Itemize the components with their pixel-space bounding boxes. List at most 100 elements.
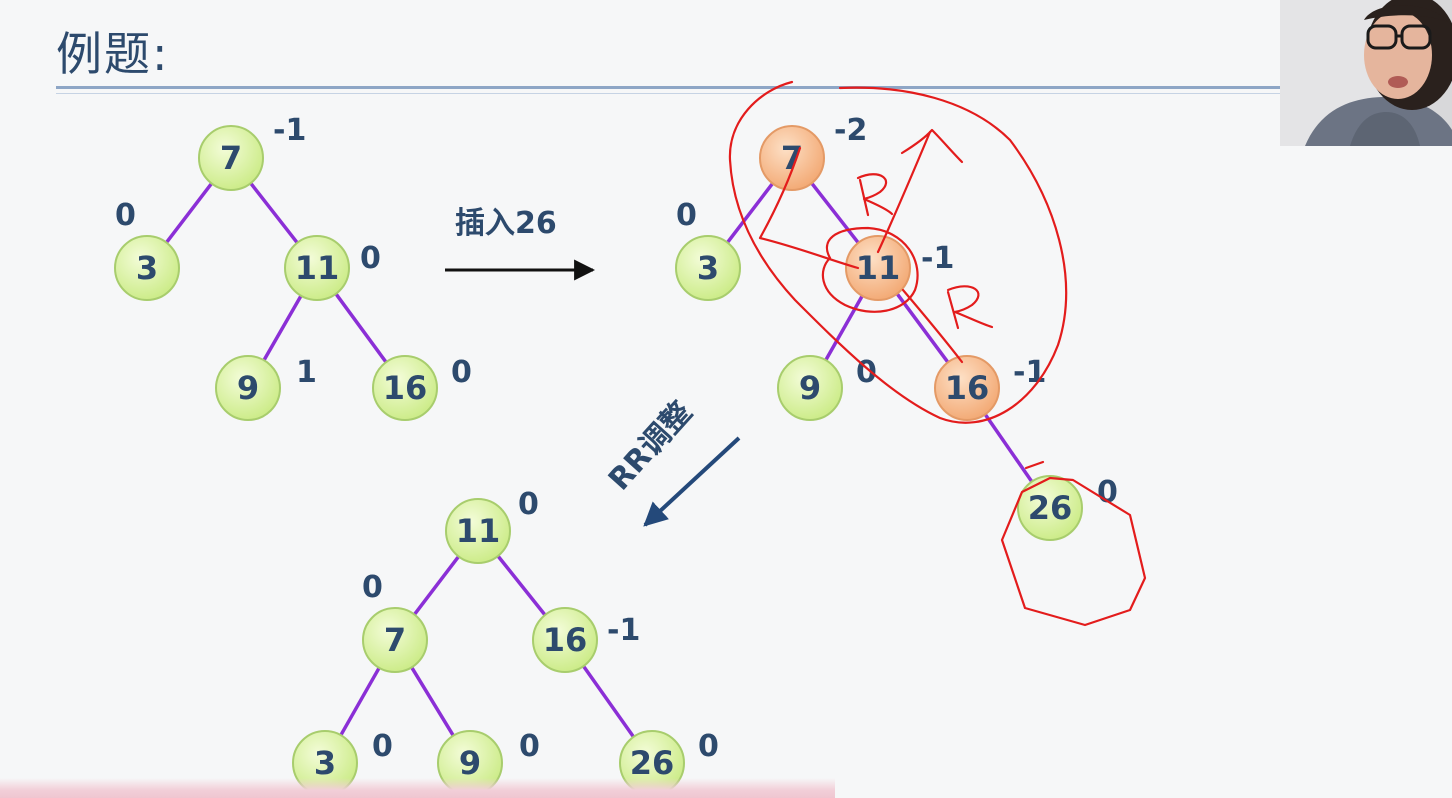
insert-caption: 插入26 (455, 206, 557, 241)
node-circle (532, 607, 598, 673)
webcam-overlay (1280, 0, 1452, 146)
tree-edge (824, 294, 864, 362)
tree-edge (582, 665, 635, 738)
node-key-label: 7 (384, 621, 406, 659)
tree-node: 26 (1017, 475, 1083, 541)
tree-edge (895, 292, 950, 364)
title-divider (56, 86, 1280, 89)
presenter-video (1280, 0, 1452, 146)
node-circle (777, 355, 843, 421)
node-key-label: 26 (1028, 489, 1073, 527)
node-key-label: 9 (237, 369, 259, 407)
balance-factor-label: 0 (676, 198, 697, 233)
tree-node: 9 (215, 355, 281, 421)
tree-node: 7 (759, 125, 825, 191)
annotation-circle-26 (1000, 476, 1147, 627)
balance-factor-label: 0 (451, 355, 472, 390)
annotation-tick-26 (1024, 460, 1045, 470)
bottom-highlight-strip (0, 778, 835, 798)
balance-factor-label: 0 (115, 198, 136, 233)
tree-edges (165, 182, 1034, 738)
insert-step: 插入26 (445, 206, 596, 281)
tree-node: 16 (372, 355, 438, 421)
node-circle (362, 607, 428, 673)
node-key-label: 26 (630, 744, 675, 782)
annotation-line-11-16 (901, 288, 964, 364)
tree-node: 7 (198, 125, 264, 191)
node-key-label: 7 (781, 139, 803, 177)
node-key-label: 3 (697, 249, 719, 287)
tree-edge (412, 555, 461, 616)
tree-node: 16 (532, 607, 598, 673)
balance-factor-label: 0 (362, 570, 383, 605)
balance-factor-label: -1 (607, 613, 640, 648)
annotation-letter-r1 (856, 173, 894, 217)
node-key-label: 7 (220, 139, 242, 177)
balance-factor-label: 0 (372, 729, 393, 764)
balance-factor-label: 0 (360, 241, 381, 276)
tree-edge (339, 666, 381, 737)
node-key-label: 3 (314, 744, 336, 782)
node-key-label: 11 (456, 512, 501, 550)
annotation-big-loop (728, 80, 1068, 424)
tree-node: 11 (445, 498, 511, 564)
annotation-up-arrow (876, 130, 932, 254)
annotation-up-arrowhead (900, 128, 964, 164)
node-circle (372, 355, 438, 421)
tree-node: 7 (362, 607, 428, 673)
balance-factor-label: 0 (1097, 475, 1118, 510)
balance-factor-label: -1 (1013, 355, 1046, 390)
red-annotations (728, 80, 1147, 627)
tree-edge (810, 182, 860, 244)
balance-factor-label: -2 (834, 113, 867, 148)
balance-factor-label: -1 (273, 113, 306, 148)
node-key-label: 11 (856, 249, 901, 287)
balance-factor-label: 0 (698, 729, 719, 764)
tree-edge (726, 182, 774, 244)
rotate-arrow (643, 436, 741, 527)
node-key-label: 16 (945, 369, 990, 407)
tree-edge (249, 182, 299, 244)
node-circle (675, 235, 741, 301)
annotation-line-to-7 (758, 146, 860, 270)
node-key-label: 16 (383, 369, 428, 407)
tree-edge (262, 294, 303, 362)
balance-factor-label: -1 (921, 241, 954, 276)
tree-edge (165, 182, 213, 244)
rotate-caption: RR调整 (602, 395, 699, 497)
balance-factor-label: 0 (519, 729, 540, 764)
annotation-inner-loop (821, 226, 919, 313)
node-key-label: 11 (295, 249, 340, 287)
node-circle-unbalanced (759, 125, 825, 191)
node-key-label: 9 (799, 369, 821, 407)
tree-nodes: 7 3 11 9 16 7 3 11 9 16 26 11 7 16 3 9 26 (114, 125, 1083, 796)
tree-node: 9 (777, 355, 843, 421)
tree-node: 16 (934, 355, 1000, 421)
node-key-label: 3 (136, 249, 158, 287)
node-circle (114, 235, 180, 301)
tree-node: 3 (675, 235, 741, 301)
tree-node: 3 (114, 235, 180, 301)
balance-factor-label: 1 (296, 355, 317, 390)
title-divider-thin (56, 93, 1280, 94)
tree-edge (334, 292, 388, 364)
node-circle (1017, 475, 1083, 541)
node-circle-unbalanced (845, 235, 911, 301)
tree-edge (983, 413, 1034, 483)
node-circle (215, 355, 281, 421)
node-key-label: 9 (459, 744, 481, 782)
node-key-label: 16 (543, 621, 588, 659)
tree-node: 11 (284, 235, 350, 301)
balance-factor-label: 0 (518, 487, 539, 522)
tree-edge (410, 666, 455, 737)
annotation-letter-r2 (946, 285, 994, 330)
slide-title: 例题: (56, 27, 170, 81)
node-circle (445, 498, 511, 564)
node-circle (198, 125, 264, 191)
node-circle (284, 235, 350, 301)
rotate-step: RR调整 (602, 395, 741, 527)
tree-node: 11 (845, 235, 911, 301)
